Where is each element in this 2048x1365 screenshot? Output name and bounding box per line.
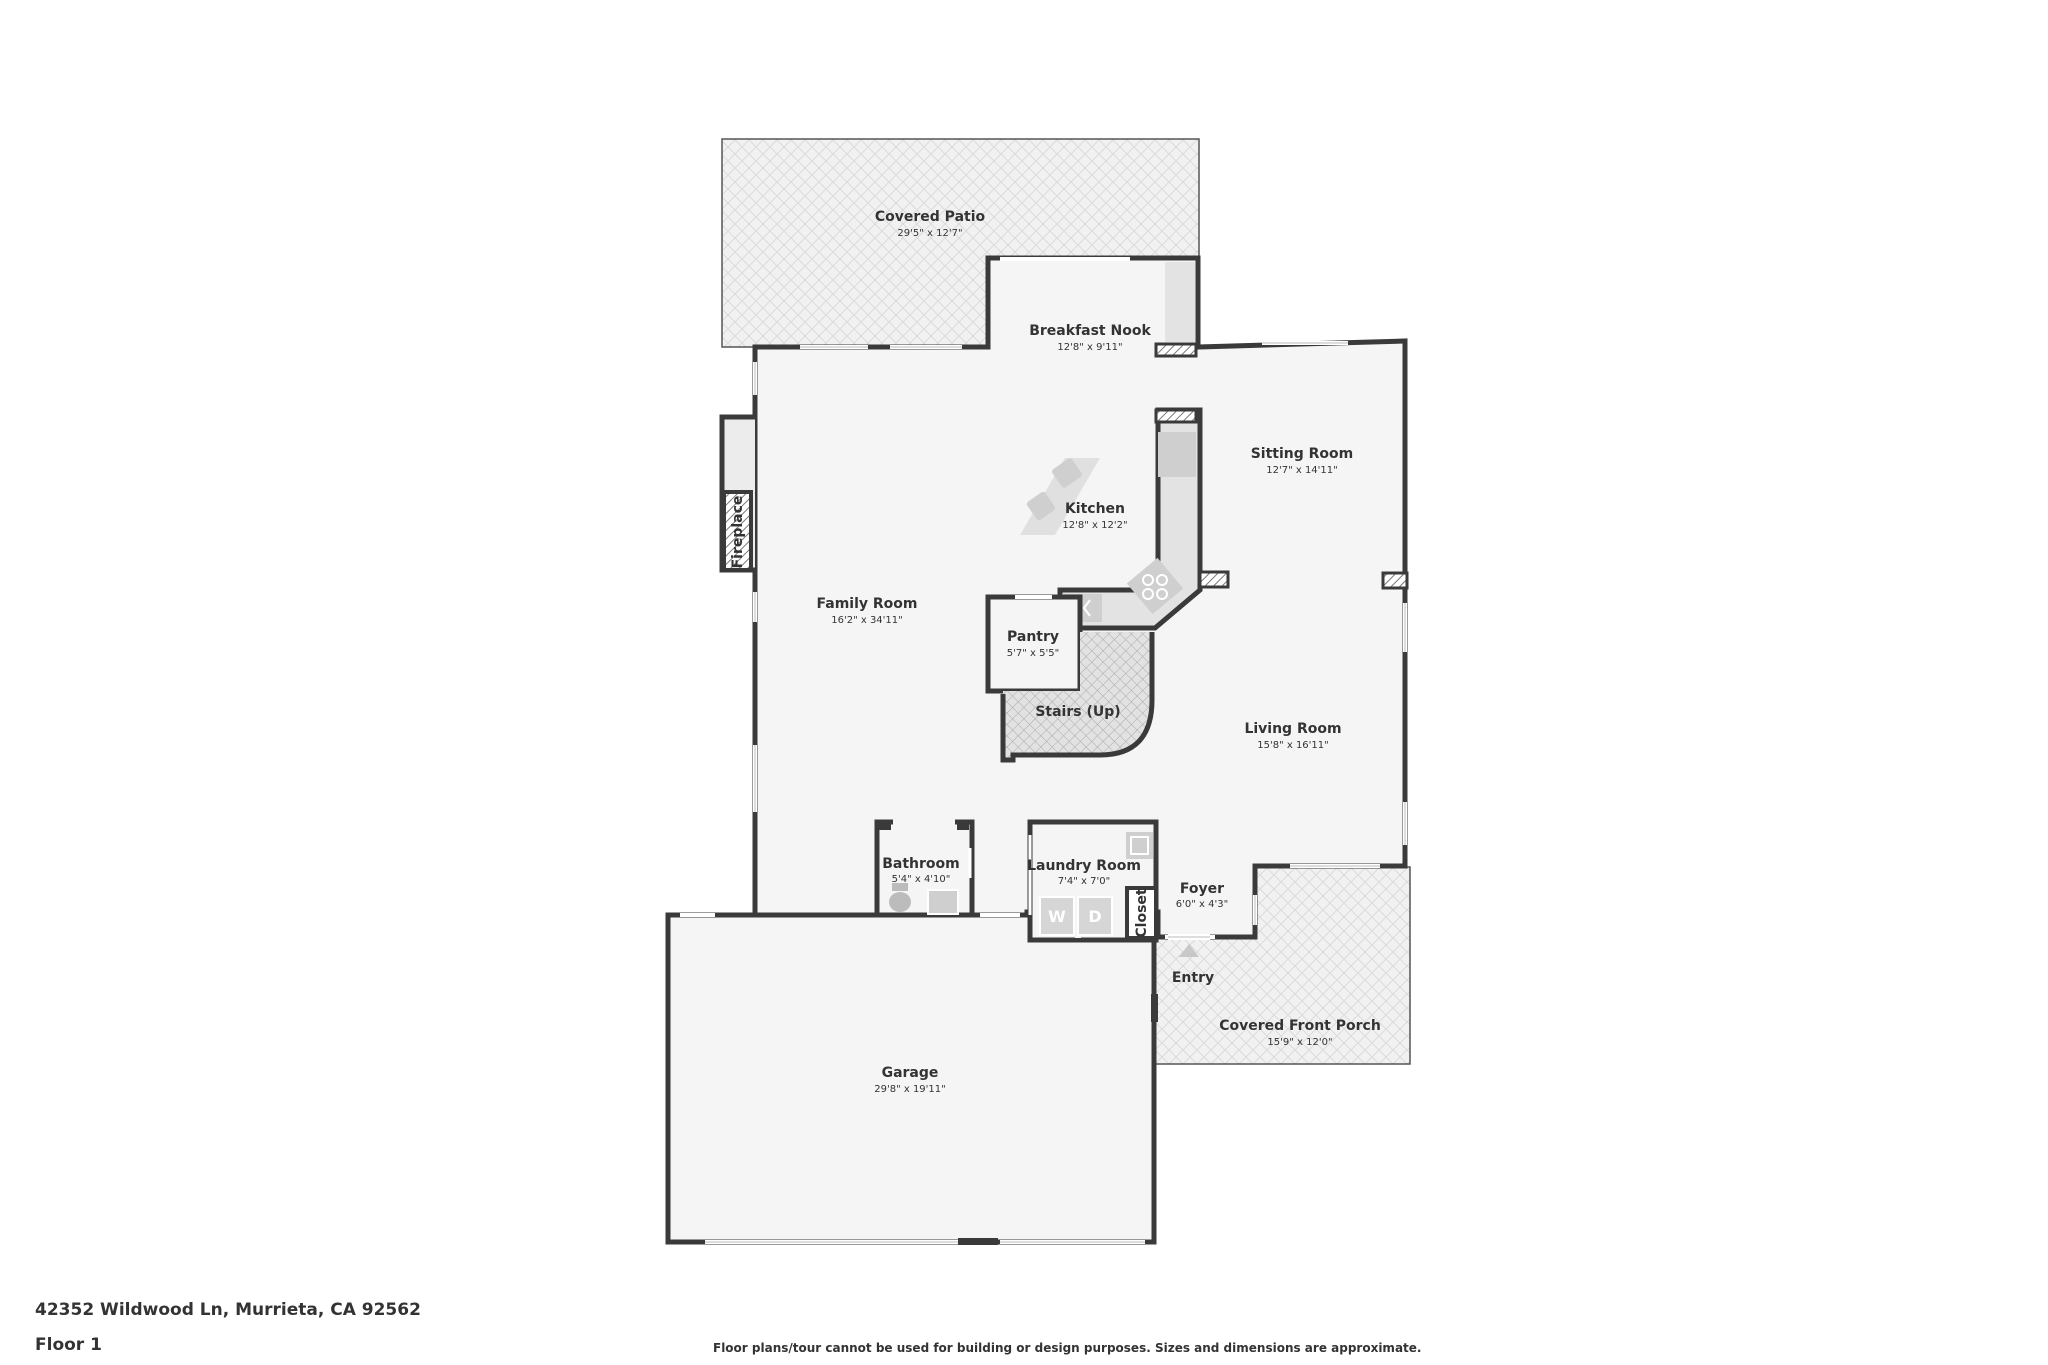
fireplace-bump	[719, 414, 755, 573]
washer-label: W	[1048, 907, 1066, 926]
room-name-laundry-room: Laundry Room	[1027, 858, 1141, 874]
washer: W	[1039, 896, 1075, 936]
room-name-covered-front-porch: Covered Front Porch	[1219, 1018, 1381, 1034]
garage-side-door	[1151, 994, 1158, 1022]
room-dims-covered-patio: 29'5" x 12'7"	[897, 228, 962, 239]
room-name-closet: Closet	[1134, 888, 1150, 938]
window-frames	[754, 342, 1406, 925]
room-name-living-room: Living Room	[1244, 721, 1341, 737]
room-dims-garage: 29'8" x 19'11"	[874, 1084, 946, 1095]
room-dims-family-room: 16'2" x 34'11"	[831, 615, 903, 626]
toilet-icon	[889, 883, 911, 912]
room-dims-laundry-room: 7'4" x 7'0"	[1058, 876, 1110, 887]
room-name-covered-patio: Covered Patio	[875, 209, 986, 225]
room-dims-covered-front-porch: 15'9" x 12'0"	[1267, 1037, 1332, 1048]
room-name-sitting-room: Sitting Room	[1251, 446, 1354, 462]
sink-icon	[927, 889, 959, 915]
room-name-bathroom: Bathroom	[882, 856, 960, 872]
room-name-family-room: Family Room	[817, 596, 918, 612]
room-dims-bathroom: 5'4" x 4'10"	[892, 874, 951, 885]
closet	[1125, 886, 1158, 940]
room-dims-sitting-room: 12'7" x 14'11"	[1266, 465, 1338, 476]
room-dims-living-room: 15'8" x 16'11"	[1257, 740, 1329, 751]
front-door	[1168, 934, 1210, 957]
floor-label: Floor 1	[35, 1335, 102, 1355]
entry-arrow-icon	[1179, 944, 1199, 957]
dryer: D	[1077, 896, 1113, 936]
stairs	[1000, 632, 1155, 763]
room-name-foyer: Foyer	[1180, 881, 1224, 897]
room-dims-foyer: 6'0" x 4'3"	[1176, 899, 1228, 910]
room-name-kitchen: Kitchen	[1065, 501, 1125, 517]
dryer-label: D	[1088, 907, 1101, 926]
property-address: 42352 Wildwood Ln, Murrieta, CA 92562	[35, 1300, 421, 1320]
entry-label: Entry	[1172, 970, 1214, 986]
room-dims-breakfast-nook: 12'8" x 9'11"	[1057, 342, 1122, 353]
room-name-pantry: Pantry	[1007, 629, 1059, 645]
nook-counter	[1154, 262, 1198, 358]
room-name-stairs: Stairs (Up)	[1035, 704, 1120, 720]
bathroom	[874, 819, 975, 915]
stove-icon	[1126, 557, 1184, 615]
room-name-breakfast-nook: Breakfast Nook	[1029, 323, 1151, 339]
room-name-garage: Garage	[882, 1065, 939, 1081]
room-dims-kitchen: 12'8" x 12'2"	[1062, 520, 1127, 531]
disclaimer-text: Floor plans/tour cannot be used for buil…	[713, 1341, 1422, 1355]
garage-post	[958, 1238, 998, 1245]
sink-icon	[1126, 832, 1153, 859]
kitchen-island	[1020, 458, 1100, 535]
kitchen-counter	[1057, 407, 1409, 631]
room-dims-pantry: 5'7" x 5'5"	[1007, 648, 1059, 659]
room-labels: Covered Patio 29'5" x 12'7" Breakfast No…	[730, 209, 1381, 1095]
garage	[665, 912, 1157, 1245]
room-name-fireplace: Fireplace	[730, 496, 746, 569]
